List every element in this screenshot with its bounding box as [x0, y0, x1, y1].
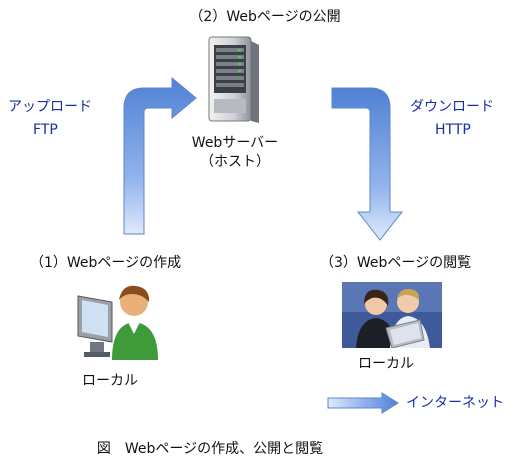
- upload-protocol-label: FTP: [33, 122, 58, 138]
- internet-legend-arrow: [327, 392, 399, 414]
- people-at-laptop-icon: [342, 282, 442, 348]
- upload-arrow: [123, 76, 197, 235]
- upload-label: アップロード: [8, 99, 92, 115]
- figure-caption: 図 Webページの作成、公開と閲覧: [96, 441, 324, 457]
- view-label: （3）Webページの閲覧: [320, 255, 472, 271]
- download-label: ダウンロード: [410, 99, 494, 115]
- server-host-label: （ホスト）: [200, 154, 270, 170]
- server-icon: [208, 36, 259, 123]
- local-left-label: ローカル: [82, 373, 138, 389]
- create-label: （1）Webページの作成: [30, 255, 182, 271]
- local-right-label: ローカル: [358, 356, 414, 372]
- server-label: Webサーバー: [191, 135, 279, 151]
- publish-title: （2）Webページの公開: [189, 9, 341, 25]
- download-arrow: [331, 87, 404, 241]
- download-protocol-label: HTTP: [435, 122, 471, 138]
- person-at-computer-icon: [77, 285, 158, 360]
- internet-legend-label: インターネット: [406, 395, 504, 411]
